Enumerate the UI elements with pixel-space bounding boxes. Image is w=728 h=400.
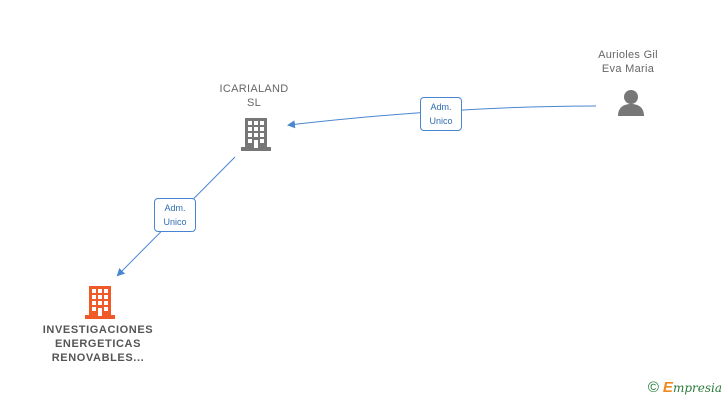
node-label-line: Aurioles Gil xyxy=(598,49,658,61)
edge-label-line: Unico xyxy=(429,116,453,126)
node-label-line: ICARIALAND xyxy=(219,83,289,95)
node-label-line: ENERGETICAS xyxy=(54,338,142,350)
edge-label-line: Unico xyxy=(163,217,187,227)
node-label-line: RENOVABLES... xyxy=(51,352,145,364)
edge-label-badge[interactable]: Adm. Unico xyxy=(420,97,462,131)
node-label-line: Eva Maria xyxy=(601,63,655,75)
edge-label-line: Adm. xyxy=(164,203,186,213)
brand-watermark: © Empresia xyxy=(648,379,722,396)
node-label-icarialand[interactable]: ICARIALAND SL xyxy=(204,82,304,110)
edge-person-to-icarialand xyxy=(287,105,597,129)
node-label-person[interactable]: Aurioles Gil Eva Maria xyxy=(578,48,678,76)
person-icon[interactable] xyxy=(616,88,646,118)
building-icon[interactable] xyxy=(240,116,272,152)
building-icon[interactable] xyxy=(84,284,116,320)
brand-logo-text: mpresia xyxy=(672,381,722,395)
edge-label-line: Adm. xyxy=(430,102,452,112)
brand-logo-e: E xyxy=(662,379,673,396)
node-label-investigaciones[interactable]: INVESTIGACIONES ENERGETICAS RENOVABLES..… xyxy=(28,323,168,365)
node-label-line: INVESTIGACIONES xyxy=(42,324,154,336)
node-label-line: SL xyxy=(246,97,262,109)
copyright-symbol: © xyxy=(647,379,659,396)
brand-logo: Empresia xyxy=(663,379,722,396)
edge-label-badge[interactable]: Adm. Unico xyxy=(154,198,196,232)
